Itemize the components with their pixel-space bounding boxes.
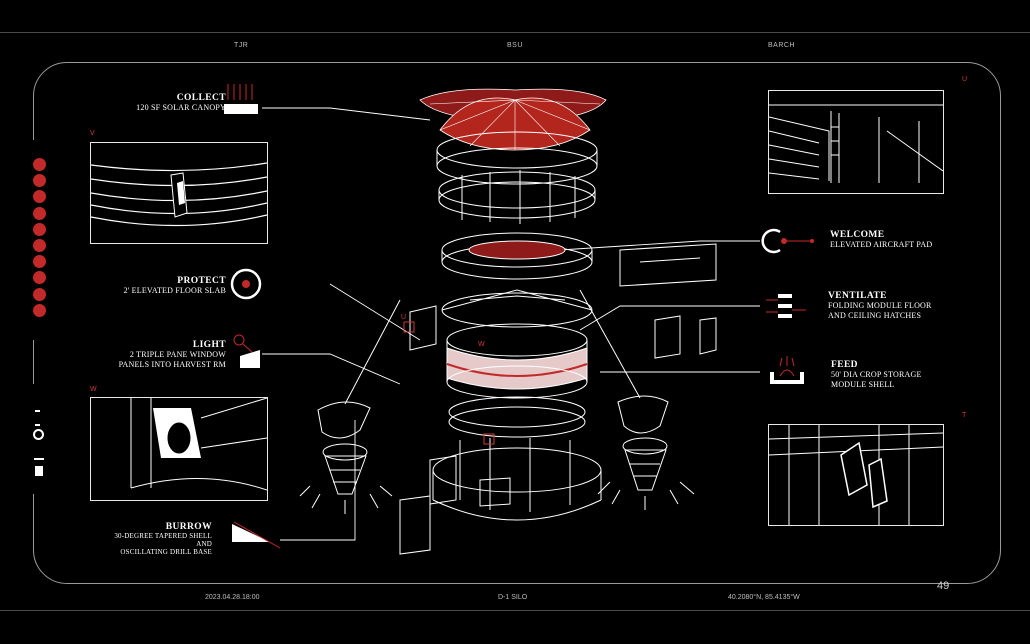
diagram-tag-u: U [401, 314, 406, 321]
label-feed: FEED 50' DIA CROP STORAGE MODULE SHELL [831, 360, 981, 390]
footer-project: D-1 SILO [498, 594, 528, 601]
label-ventilate-sub2: AND CEILING HATCHES [828, 311, 922, 320]
legend-icon [33, 206, 46, 220]
legend-icon [33, 174, 46, 188]
label-burrow: BURROW 30-DEGREE TAPERED SHELL AND OSCIL… [82, 522, 212, 556]
label-burrow-title: BURROW [165, 522, 212, 532]
feed-mini-icon [34, 452, 44, 460]
solar-canopy-icon [224, 84, 258, 114]
header-rule [0, 32, 1030, 33]
page-number: 49 [937, 580, 950, 592]
footer-coordinates: 40.2080°N, 85.4135°W [728, 594, 800, 601]
label-light-title: LIGHT [192, 340, 226, 350]
header-author: TJR [234, 42, 249, 49]
panel-tag-v: V [90, 130, 95, 137]
panel-tag-t: T [962, 412, 967, 419]
label-light: LIGHT 2 TRIPLE PANE WINDOW PANELS INTO H… [82, 340, 226, 370]
label-feed-sub2: MODULE SHELL [831, 380, 895, 389]
window-panel-icon [233, 334, 260, 368]
hatch-icon [766, 294, 806, 318]
light-mini-icon [35, 466, 43, 476]
legend-icon [33, 303, 46, 317]
detail-panel-w [90, 397, 268, 501]
label-burrow-sub1: 30-DEGREE TAPERED SHELL [114, 532, 212, 540]
panel-tag-w: W [90, 386, 97, 393]
label-ventilate: VENTILATE FOLDING MODULE FLOOR AND CEILI… [828, 291, 988, 321]
label-light-sub1: 2 TRIPLE PANE WINDOW [129, 350, 226, 359]
label-welcome: WELCOME ELEVATED AIRCRAFT PAD [830, 230, 980, 250]
silo-rings [432, 131, 602, 521]
ventilate-mini-icon [35, 410, 40, 426]
crop-storage-icon [770, 356, 804, 384]
header-school: BSU [507, 42, 523, 49]
label-welcome-sub: ELEVATED AIRCRAFT PAD [830, 240, 933, 249]
label-protect: PROTECT 2' ELEVATED FLOOR SLAB [82, 276, 226, 296]
footer-timestamp: 2023.04.28.18:00 [205, 594, 260, 601]
label-collect-sub: 120 SF SOLAR CANOPY [136, 103, 226, 112]
legend-icon-column [33, 158, 47, 320]
panel-tag-u: U [962, 76, 968, 83]
label-collect-title: COLLECT [176, 93, 226, 103]
label-ventilate-title: VENTILATE [828, 291, 887, 301]
diagram-tag-w: W [478, 341, 485, 348]
label-collect: COLLECT 120 SF SOLAR CANOPY [82, 93, 226, 113]
detail-panel-v [90, 142, 268, 244]
label-feed-title: FEED [831, 360, 858, 370]
legend-icon [33, 271, 46, 285]
label-burrow-sub2: AND [196, 540, 212, 548]
legend-icon [33, 287, 46, 301]
legend-icon [33, 190, 46, 204]
label-protect-title: PROTECT [177, 276, 226, 286]
detail-panel-u [768, 90, 944, 194]
label-light-sub2: PANELS INTO HARVEST RM [118, 360, 226, 369]
legend-icon [33, 238, 46, 252]
drill-cone-right [579, 289, 695, 510]
drill-cone-left [299, 299, 401, 514]
label-welcome-title: WELCOME [830, 230, 885, 240]
legend-icon [33, 158, 46, 171]
drill-base-icon [232, 521, 281, 549]
aircraft-pad-icon [761, 228, 814, 254]
legend-icon [33, 222, 46, 236]
header-degree: BARCH [768, 42, 796, 49]
protect-mini-icon [33, 429, 44, 440]
detail-panel-t [768, 424, 944, 526]
label-ventilate-sub1: FOLDING MODULE FLOOR [828, 301, 932, 310]
label-burrow-sub3: OSCILLATING DRILL BASE [120, 548, 212, 556]
footer-rule [0, 610, 1030, 611]
label-feed-sub1: 50' DIA CROP STORAGE [831, 370, 922, 379]
solar-canopy [419, 88, 607, 151]
floor-slab-icon [230, 268, 262, 300]
label-protect-sub: 2' ELEVATED FLOOR SLAB [123, 286, 226, 295]
leader-lines [262, 107, 760, 541]
side-modules [399, 243, 717, 555]
legend-icon [33, 255, 46, 269]
